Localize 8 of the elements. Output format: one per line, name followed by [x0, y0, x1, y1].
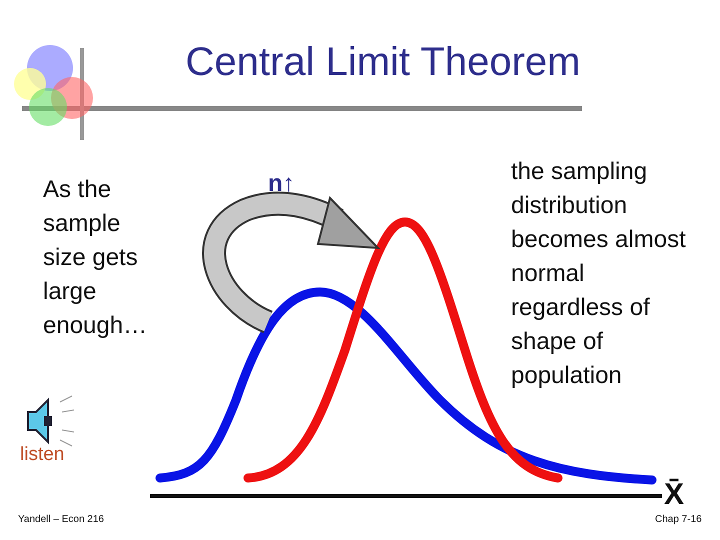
formula-label: n↑ [268, 170, 295, 198]
side-text: As the sample size gets large enough… [43, 175, 148, 341]
slide-title: Central Limit Theorem [184, 39, 582, 86]
footer-text: Chap 7-16 [655, 514, 702, 525]
footer-text: Yandell – Econ 216 [18, 514, 104, 525]
axis-label: X̄ [664, 478, 684, 512]
side-text: the sampling distribution becomes almost normal regardless of shape of population [511, 157, 687, 391]
audio-label: listen [20, 444, 64, 466]
